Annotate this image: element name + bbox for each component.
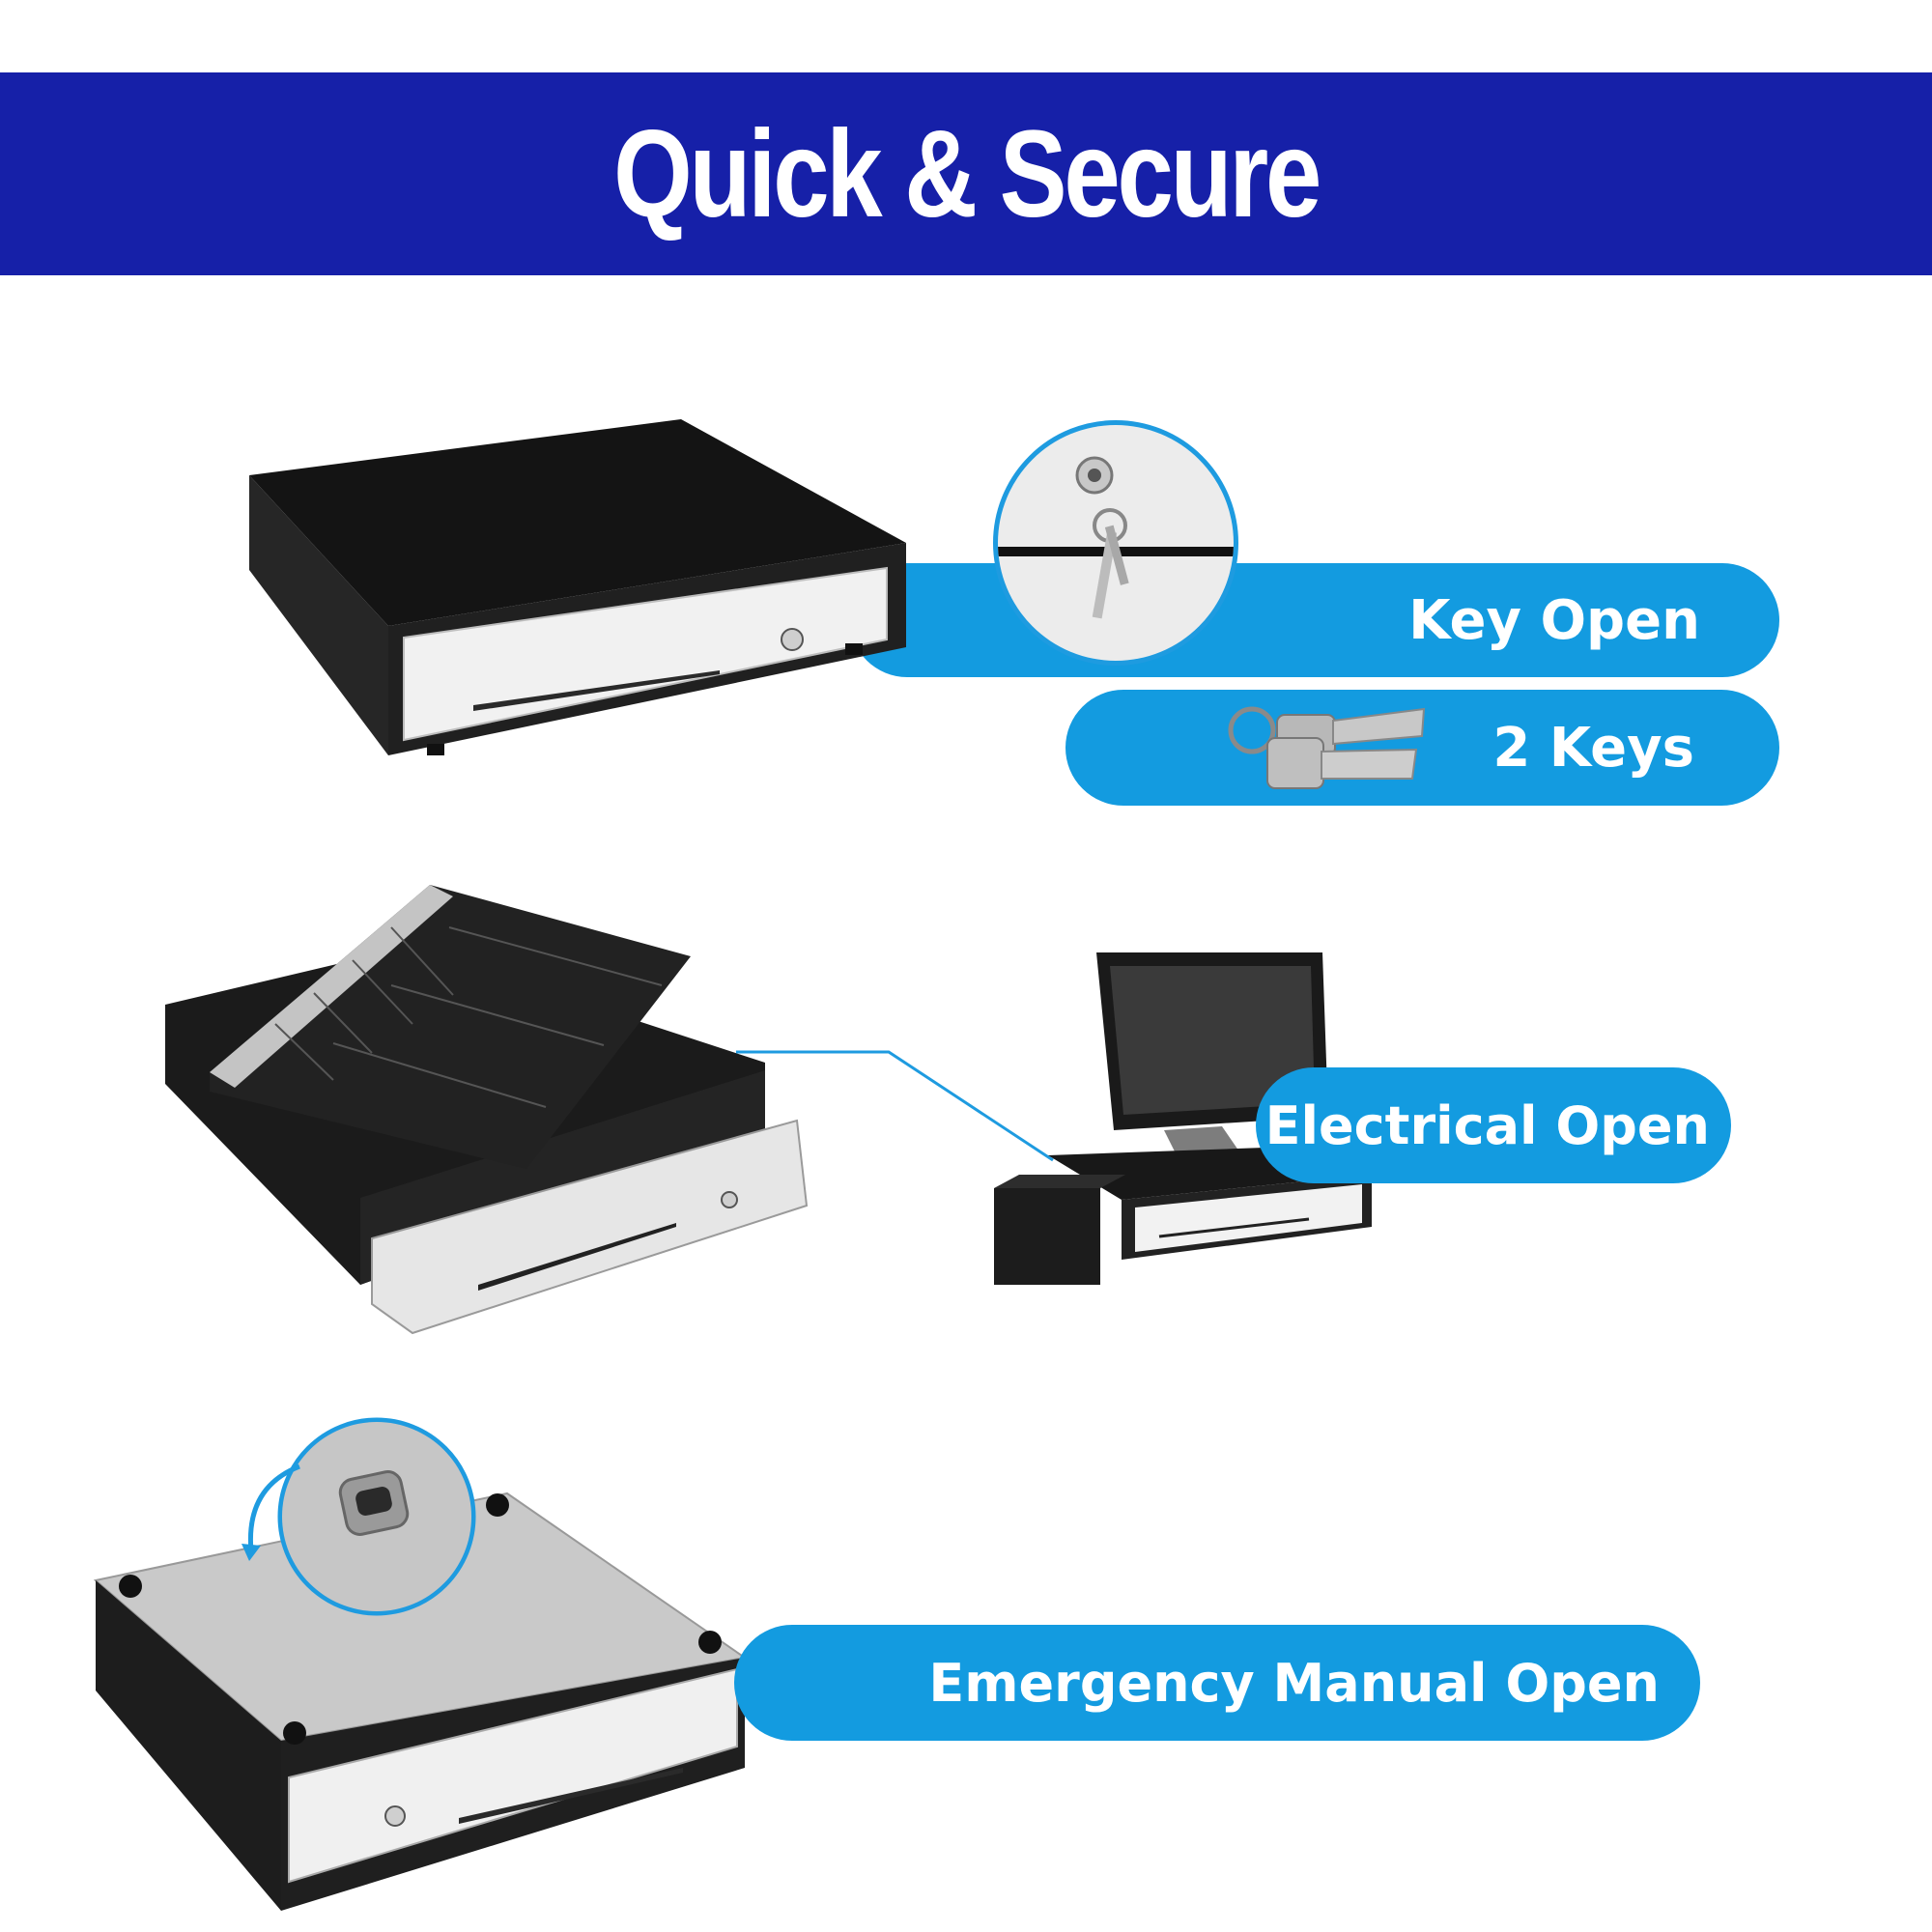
header-banner: Quick & Secure [0,72,1932,275]
cash-drawer-closed-image [249,419,906,755]
electrical-open-label-pill: Electrical Open [1256,1067,1731,1183]
key-open-label: Key Open [1408,588,1700,652]
cash-drawer-underside-image [93,1492,748,1911]
page-title: Quick & Secure [613,104,1321,243]
key-lock-closeup-icon [993,420,1238,666]
connector-line [736,1050,1054,1162]
two-keys-label: 2 Keys [1492,716,1694,780]
emergency-manual-open-label-pill: Emergency Manual Open [734,1625,1700,1741]
manual-release-closeup-icon [277,1417,476,1616]
key-open-label-pill: Key Open [850,563,1779,677]
arrow-icon [242,1463,300,1561]
electrical-open-label: Electrical Open [1264,1094,1710,1156]
cash-drawer-open-with-tray-image [165,885,809,1335]
pos-system-image [994,952,1372,1285]
emergency-manual-open-label: Emergency Manual Open [928,1652,1660,1714]
keys-icon [1228,706,1426,789]
